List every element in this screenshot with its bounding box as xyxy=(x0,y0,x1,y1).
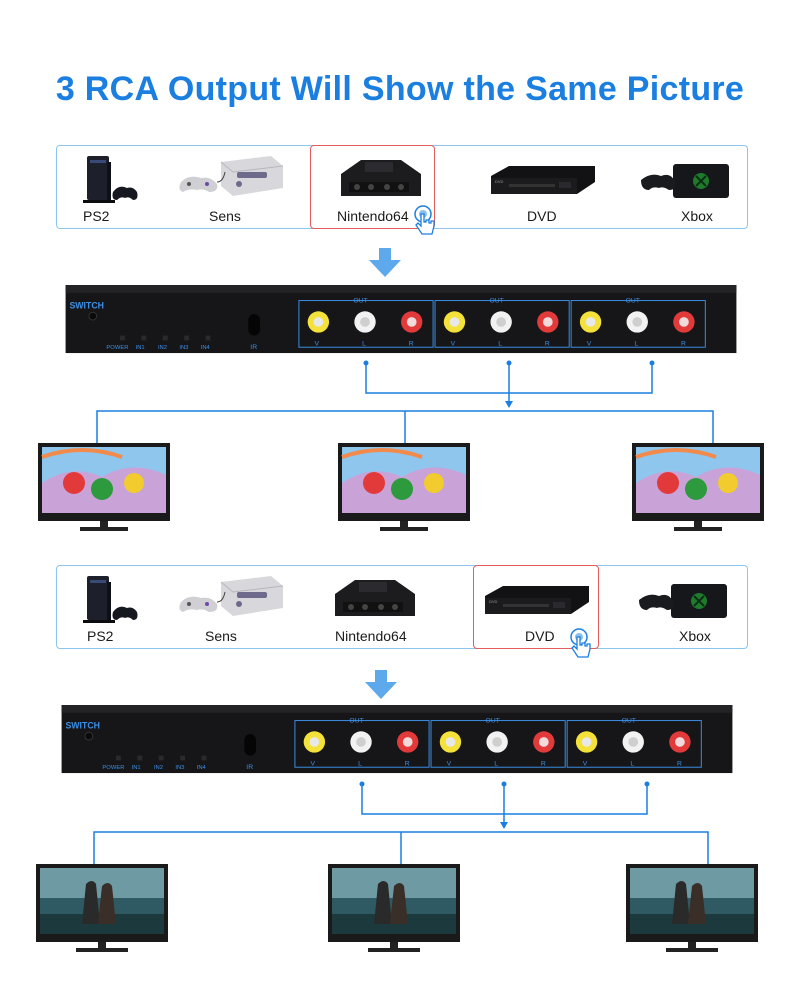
selected-source-highlight xyxy=(310,145,435,229)
source-n64[interactable]: Nintendo64 xyxy=(317,146,435,228)
svg-text:IN1: IN1 xyxy=(132,765,141,771)
dvd-player-icon: DVD xyxy=(485,586,589,614)
svg-text:R: R xyxy=(681,340,686,347)
svg-text:SWITCH: SWITCH xyxy=(65,720,100,730)
ps2-console-icon xyxy=(83,576,138,623)
av-switch-device: SWITCH POWER IN1 IN2 IN3 IN4 IR OUT OUT OUT V L… xyxy=(61,705,733,774)
svg-text:R: R xyxy=(677,760,682,767)
tv-output-2 xyxy=(338,443,470,531)
svg-text:POWER: POWER xyxy=(102,765,124,771)
svg-text:IN2: IN2 xyxy=(154,765,163,771)
source-ps2[interactable]: PS2 xyxy=(77,146,167,228)
source-n64[interactable]: Nintendo64 xyxy=(317,566,447,648)
page-title: 3 RCA Output Will Show the Same Picture xyxy=(55,70,745,108)
svg-text:L: L xyxy=(498,340,502,347)
svg-text:IN4: IN4 xyxy=(197,765,207,771)
tv-output-3 xyxy=(626,864,758,952)
svg-text:IN3: IN3 xyxy=(175,765,184,771)
snes-console-icon xyxy=(179,156,284,196)
svg-text:R: R xyxy=(545,340,550,347)
arrow-down-icon xyxy=(365,670,397,699)
svg-text:V: V xyxy=(310,760,315,767)
svg-text:R: R xyxy=(405,760,410,767)
arrow-down-icon xyxy=(369,248,401,277)
svg-text:V: V xyxy=(451,340,456,347)
svg-text:L: L xyxy=(494,760,498,767)
source-label: Xbox xyxy=(681,208,713,224)
tv-output-1 xyxy=(36,864,168,952)
svg-text:IR: IR xyxy=(250,344,257,351)
source-dvd[interactable]: DVD DVD xyxy=(477,566,607,648)
source-snes[interactable]: Sens xyxy=(177,566,297,648)
svg-text:V: V xyxy=(583,760,588,767)
source-label: Nintendo64 xyxy=(337,208,409,224)
svg-text:SWITCH: SWITCH xyxy=(69,300,104,310)
source-label: Nintendo64 xyxy=(335,628,407,644)
ps2-console-icon xyxy=(83,156,138,203)
tv-output-3 xyxy=(632,443,764,531)
xbox-console-icon xyxy=(641,164,729,198)
svg-text:OUT: OUT xyxy=(485,718,499,725)
svg-text:DVD: DVD xyxy=(489,599,498,604)
svg-text:L: L xyxy=(358,760,362,767)
source-snes[interactable]: Sens xyxy=(177,146,297,228)
svg-text:OUT: OUT xyxy=(489,298,503,305)
tv-output-2 xyxy=(328,864,460,952)
svg-text:L: L xyxy=(630,760,634,767)
snes-console-icon xyxy=(179,576,284,616)
source-xbox[interactable]: Xbox xyxy=(635,566,745,648)
svg-text:L: L xyxy=(362,340,366,347)
source-devices-row-1: PS2 Sens Nintendo64 DV xyxy=(56,145,748,229)
svg-text:R: R xyxy=(409,340,414,347)
svg-text:IN1: IN1 xyxy=(136,345,145,351)
selected-source-highlight xyxy=(473,565,599,649)
pointer-hand-icon xyxy=(570,628,591,658)
svg-text:OUT: OUT xyxy=(349,718,363,725)
source-label: PS2 xyxy=(87,628,114,644)
svg-text:V: V xyxy=(314,340,319,347)
svg-text:IN2: IN2 xyxy=(158,345,167,351)
svg-text:V: V xyxy=(447,760,452,767)
svg-text:OUT: OUT xyxy=(626,298,640,305)
svg-text:R: R xyxy=(541,760,546,767)
source-label: Sens xyxy=(209,208,241,224)
svg-text:DVD: DVD xyxy=(495,179,504,184)
source-label: DVD xyxy=(525,628,555,644)
source-ps2[interactable]: PS2 xyxy=(77,566,167,648)
dvd-player-icon: DVD xyxy=(491,166,595,194)
source-label: Sens xyxy=(205,628,237,644)
av-switch-device: SWITCH POWER IN1 IN2 IN3 IN4 IR OUT OUT OUT V L… xyxy=(65,285,737,354)
svg-text:V: V xyxy=(587,340,592,347)
source-dvd[interactable]: DVD DVD xyxy=(477,146,607,228)
svg-text:OUT: OUT xyxy=(622,718,636,725)
output-connection-lines xyxy=(96,360,714,445)
xbox-console-icon xyxy=(639,584,727,618)
svg-text:IN3: IN3 xyxy=(179,345,188,351)
tv-output-1 xyxy=(38,443,170,531)
source-devices-row-2: PS2 Sens Nintendo64 DVD xyxy=(56,565,748,649)
svg-text:IN4: IN4 xyxy=(201,345,211,351)
svg-text:OUT: OUT xyxy=(353,298,367,305)
svg-text:IR: IR xyxy=(246,764,253,771)
n64-console-icon xyxy=(341,160,421,196)
output-connection-lines xyxy=(93,781,709,866)
svg-text:POWER: POWER xyxy=(106,345,128,351)
pointer-hand-icon xyxy=(414,205,435,235)
n64-console-icon xyxy=(335,580,415,616)
source-label: DVD xyxy=(527,208,557,224)
source-label: PS2 xyxy=(83,208,110,224)
source-xbox[interactable]: Xbox xyxy=(637,146,747,228)
source-label: Xbox xyxy=(679,628,711,644)
svg-text:L: L xyxy=(634,340,638,347)
